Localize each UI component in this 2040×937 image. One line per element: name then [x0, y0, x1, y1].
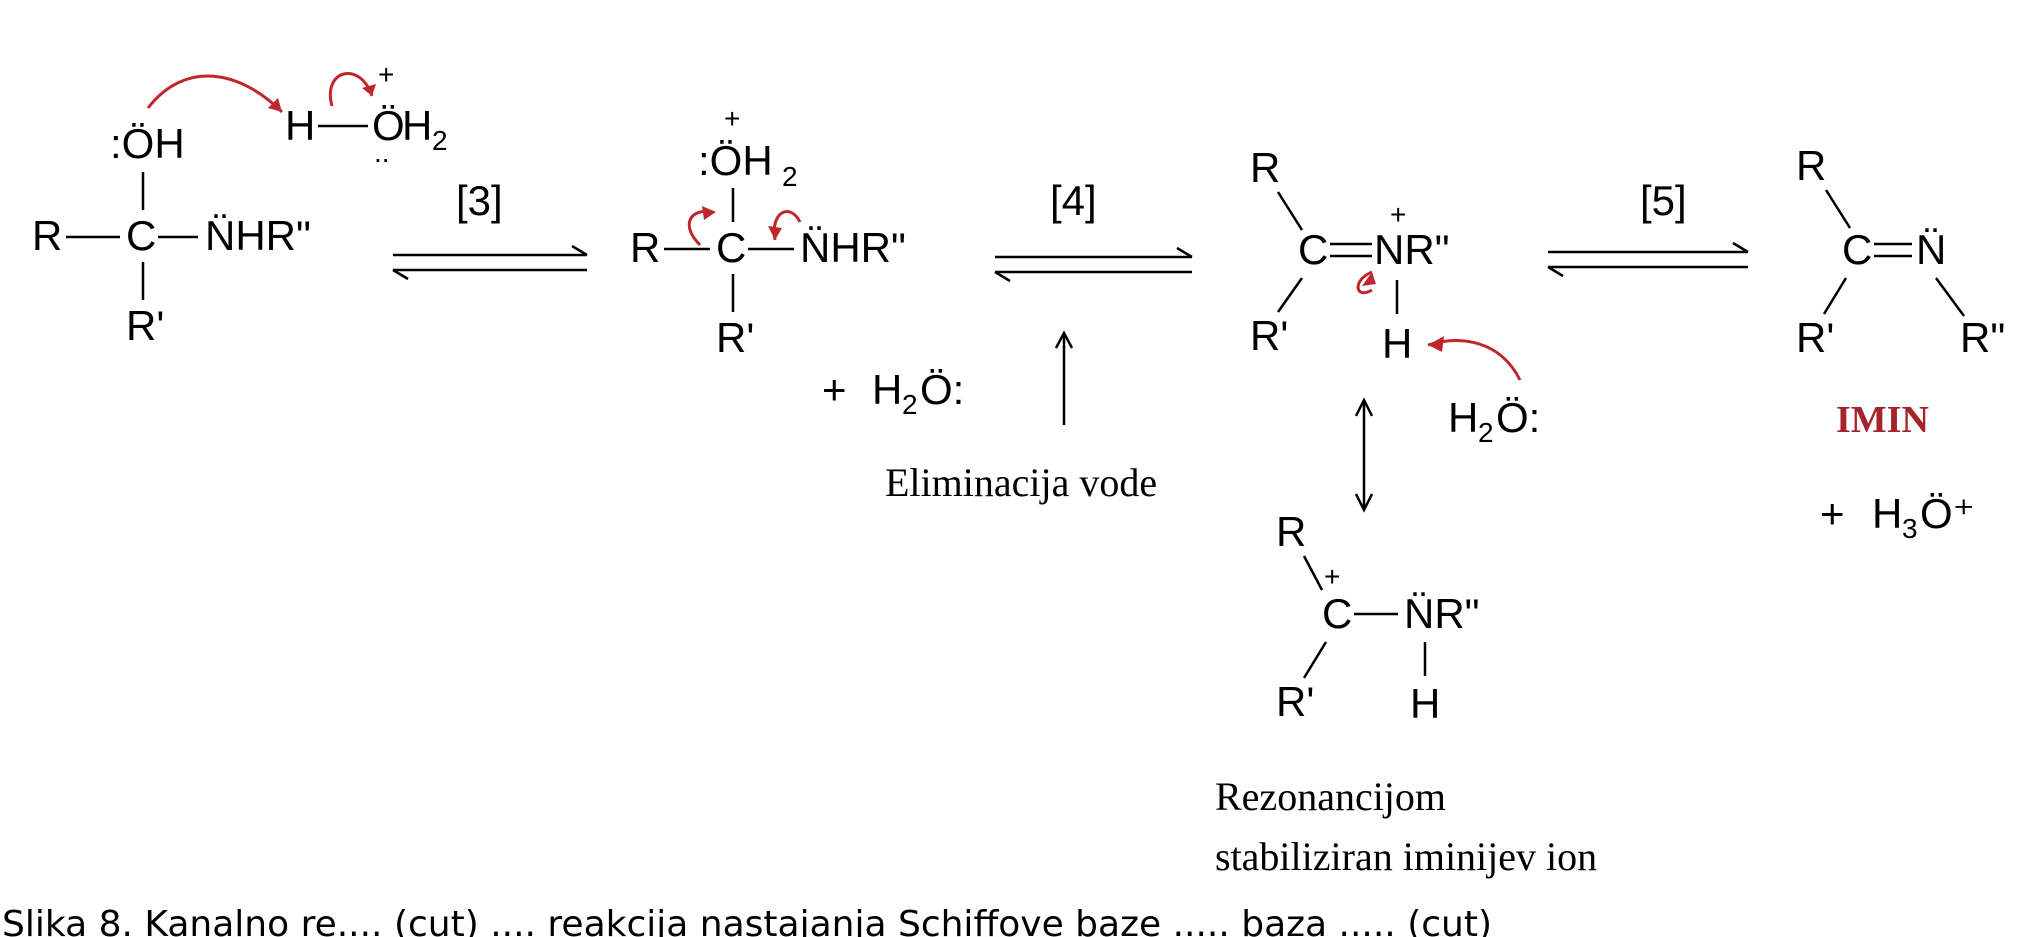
protonated-carbinolamine: + :ÖH 2 R C N̈HR" R' — [630, 103, 906, 361]
curly-arrowhead — [702, 206, 716, 220]
amine-group: N̈HR" — [800, 224, 906, 271]
curly-arrowhead — [1428, 336, 1444, 352]
atom-rdoubleprime: R" — [1960, 314, 2005, 361]
atom-r: R — [1276, 508, 1306, 555]
subscript-2: 2 — [782, 161, 798, 192]
atom-r: R — [32, 212, 62, 259]
plus-sign: + — [822, 366, 847, 413]
water-h: H — [872, 366, 902, 413]
bond-r-c — [1276, 191, 1304, 231]
bond-c-rprime — [1276, 277, 1304, 313]
positive-charge: + — [1390, 199, 1406, 230]
equilibrium-step-4: [4] Eliminacija vode — [885, 177, 1193, 505]
reverse-arrowhead — [1547, 265, 1564, 278]
subscript-2: 2 — [902, 389, 918, 420]
subscript-2: 2 — [1478, 417, 1494, 448]
figure-caption: Slika 8. Kanalno re.... (cut) .... reakc… — [2, 904, 1492, 937]
bond-c-rprime — [1822, 277, 1848, 315]
reverse-arrowhead — [392, 268, 409, 281]
subscript-3: 3 — [1902, 513, 1918, 544]
hydronium-reagent: H Ö + H 2 .. — [285, 59, 448, 168]
positive-charge: + — [724, 103, 740, 134]
curly-arrowhead — [1362, 272, 1376, 286]
step-label-5: [5] — [1640, 177, 1687, 224]
water-byproduct: + H 2 Ö: — [822, 366, 964, 420]
curly-arrow-nh-bond — [1356, 270, 1373, 295]
curly-arrowhead — [268, 98, 282, 112]
atom-h2: H — [402, 102, 432, 149]
water-base: H 2 Ö: — [1448, 394, 1540, 448]
atom-o: Ö — [372, 102, 405, 149]
hydronium-o: Ö⁺ — [1920, 490, 1975, 537]
lone-pair: .. — [374, 137, 390, 168]
atom-r: R — [1796, 142, 1826, 189]
resonance-label-line2: stabiliziran iminijev ion — [1215, 834, 1597, 879]
atom-c: C — [1842, 226, 1872, 273]
curly-arrowhead — [768, 226, 782, 240]
nr-group: NR" — [1374, 226, 1450, 273]
bond-r-c — [1824, 189, 1852, 229]
atom-r: R — [630, 224, 660, 271]
atom-c: C — [1322, 590, 1352, 637]
atom-n: N̈ — [1916, 226, 1946, 273]
hydronium-h: H — [1872, 490, 1902, 537]
forward-arrowhead — [1176, 246, 1193, 259]
elimination-label: Eliminacija vode — [885, 460, 1157, 505]
iminium-ion: R C + NR" R' H — [1250, 144, 1450, 367]
reverse-arrowhead — [994, 270, 1011, 283]
atom-rprime: R' — [1796, 314, 1834, 361]
up-arrowhead — [1054, 330, 1074, 349]
atom-c: C — [1298, 226, 1328, 273]
subscript-2: 2 — [432, 125, 448, 156]
step-label-4: [4] — [1050, 177, 1097, 224]
atom-r: R — [1250, 144, 1280, 191]
step-label-3: [3] — [456, 177, 503, 224]
atom-c: C — [716, 224, 746, 271]
hydroxyl-group: :ÖH — [110, 120, 185, 167]
atom-rprime: R' — [126, 302, 164, 349]
imine-product: R C N̈ R' R" IMIN — [1796, 142, 2005, 441]
amine-group: N̈HR" — [205, 212, 311, 259]
atom-rprime: R' — [1276, 678, 1314, 725]
plus-sign: + — [1820, 490, 1845, 537]
nr-group: N̈R" — [1404, 590, 1480, 637]
equilibrium-step-5: [5] — [1547, 177, 1749, 278]
curly-arrowhead — [362, 84, 376, 96]
curly-arrow-ho-bond — [328, 72, 374, 107]
forward-arrowhead — [1732, 241, 1749, 254]
positive-charge: + — [1324, 561, 1340, 592]
atom-rprime: R' — [716, 314, 754, 361]
curly-arrow-n-lone-pair — [772, 210, 802, 241]
carbinolamine: :ÖH R C N̈HR" R' — [32, 120, 311, 349]
atom-h: H — [1382, 320, 1412, 367]
product-label: IMIN — [1836, 399, 1929, 441]
bond-c-rprime — [1302, 641, 1328, 679]
forward-arrowhead — [571, 244, 588, 257]
resonance-label-line1: Rezonancijom — [1215, 774, 1446, 819]
resonance-arrowhead-bottom — [1354, 493, 1374, 513]
water-h: H — [1448, 394, 1478, 441]
atom-h: H — [285, 102, 315, 149]
oxonium-group: :ÖH — [698, 137, 773, 184]
curly-arrow-oh-to-h — [146, 74, 284, 114]
positive-charge: + — [378, 59, 394, 90]
bond-r-c — [1302, 555, 1324, 591]
bond-n-r — [1934, 277, 1966, 317]
equilibrium-step-3: [3] — [392, 177, 588, 281]
atom-c: C — [126, 212, 156, 259]
atom-rprime: R' — [1250, 312, 1288, 359]
resonance-structure: R + C N̈R" R' H Rezonancijom stabilizira… — [1215, 508, 1597, 879]
resonance-arrowhead-top — [1354, 397, 1374, 417]
water-o: Ö: — [1496, 394, 1540, 441]
water-o: Ö: — [920, 366, 964, 413]
hydronium-byproduct: + H 3 Ö⁺ — [1820, 490, 1975, 544]
atom-h: H — [1410, 680, 1440, 727]
